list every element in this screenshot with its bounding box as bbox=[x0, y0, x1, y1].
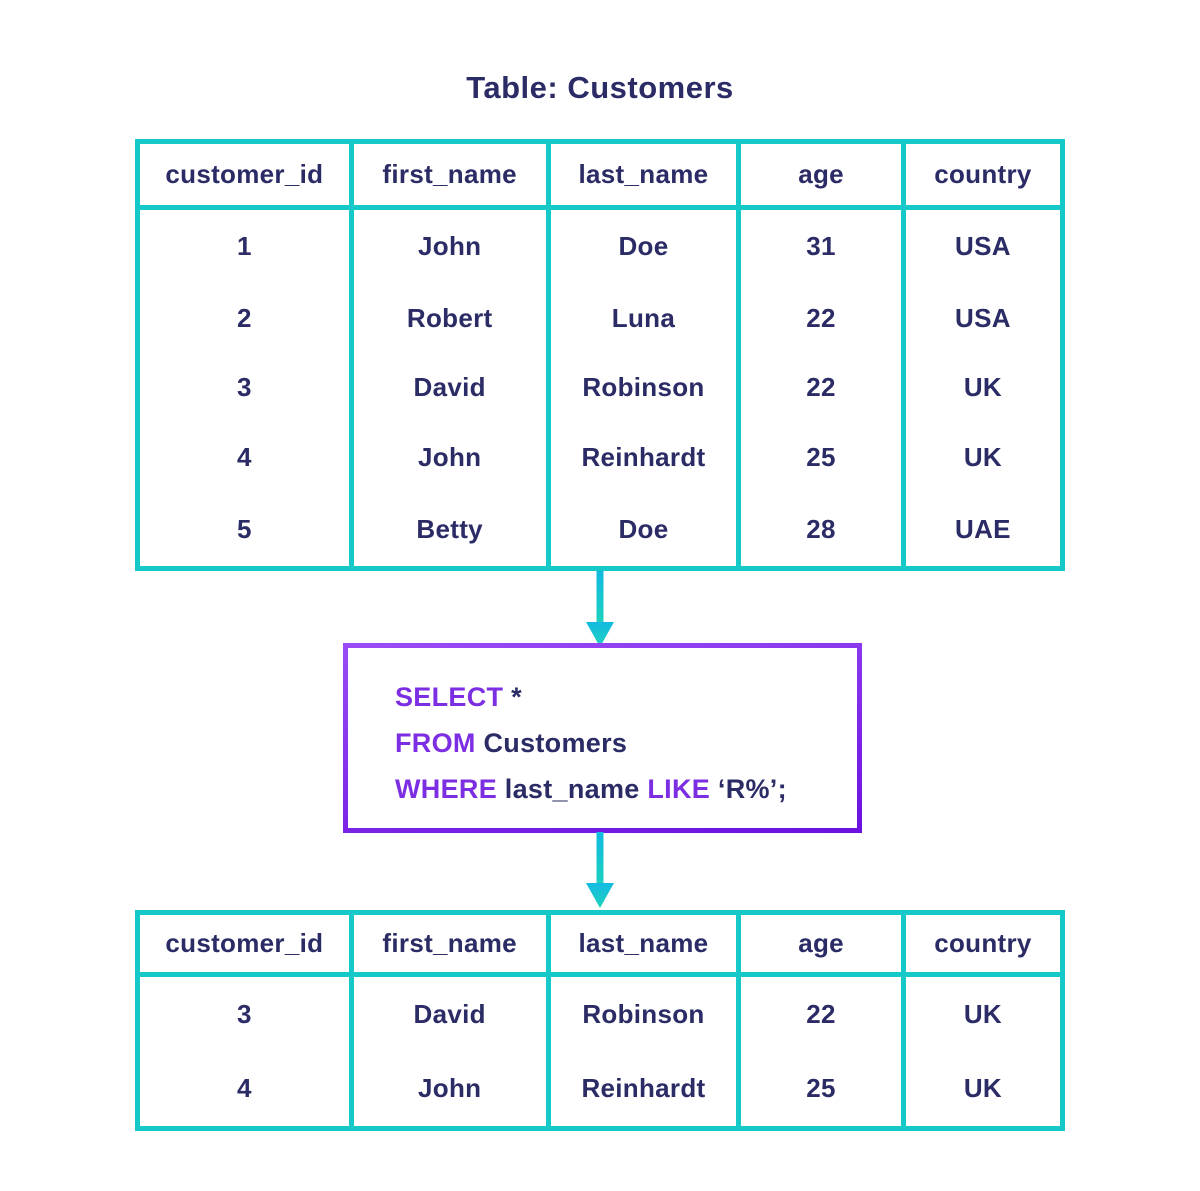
table-cell: UK bbox=[900, 974, 1063, 1052]
table-cell: 4 bbox=[236, 442, 252, 473]
table-cell: Robinson bbox=[545, 974, 739, 1052]
column-header: last_name bbox=[545, 141, 739, 210]
table-cell: 3 bbox=[236, 372, 252, 403]
table-cell: 28 bbox=[736, 492, 904, 569]
down-arrow-icon bbox=[586, 571, 614, 647]
column-header: country bbox=[900, 141, 1063, 210]
column-header: age bbox=[736, 141, 904, 210]
table-cell: 22 bbox=[736, 353, 904, 423]
column-header: first_name bbox=[348, 141, 549, 210]
table-cell: UK bbox=[900, 1051, 1063, 1129]
down-arrow-icon bbox=[586, 832, 614, 908]
table-cell: UAE bbox=[900, 492, 1063, 569]
table-cell: 1 bbox=[236, 231, 252, 262]
table-cell: Doe bbox=[545, 207, 739, 284]
sql-keyword: FROM bbox=[395, 728, 476, 758]
sql-line: FROM Customers bbox=[395, 720, 847, 766]
table-cell: 25 bbox=[736, 422, 904, 493]
table-cell: 3 bbox=[236, 998, 252, 1029]
table-cell: Doe bbox=[545, 492, 739, 569]
table-cell: Robert bbox=[348, 283, 549, 354]
table-cell: 22 bbox=[736, 283, 904, 354]
column-header: customer_id bbox=[137, 141, 352, 210]
table-cell: 22 bbox=[736, 974, 904, 1052]
table-cell: David bbox=[348, 353, 549, 423]
column-header: last_name bbox=[545, 912, 739, 977]
sql-keyword: LIKE bbox=[647, 774, 711, 804]
table-cell: USA bbox=[900, 207, 1063, 284]
column-header: first_name bbox=[348, 912, 549, 977]
sql-text: Customers bbox=[475, 728, 628, 758]
table-cell: Robinson bbox=[545, 353, 739, 423]
table-cell: John bbox=[348, 207, 549, 284]
table-cell: 31 bbox=[736, 207, 904, 284]
table-cell: Luna bbox=[545, 283, 739, 354]
table-cell: UK bbox=[900, 353, 1063, 423]
sql-text: last_name bbox=[497, 774, 648, 804]
sql-line: SELECT * bbox=[395, 674, 847, 720]
table-cell: 4 bbox=[236, 1073, 252, 1104]
table-cell: Reinhardt bbox=[545, 1051, 739, 1129]
table-cell: David bbox=[348, 974, 549, 1052]
column-header: country bbox=[900, 912, 1063, 977]
sql-text: * bbox=[503, 682, 522, 712]
table-cell: USA bbox=[900, 283, 1063, 354]
sql-keyword: WHERE bbox=[395, 774, 497, 804]
sql-line: WHERE last_name LIKE ‘R%’; bbox=[395, 766, 847, 812]
sql-keyword: SELECT bbox=[395, 682, 504, 712]
table-cell: 25 bbox=[736, 1051, 904, 1129]
table-cell: John bbox=[348, 1051, 549, 1129]
diagram-title: Table: Customers bbox=[466, 70, 734, 105]
table-cell: UK bbox=[900, 422, 1063, 493]
table-cell: John bbox=[348, 422, 549, 493]
column-header: age bbox=[736, 912, 904, 977]
sql-text: ‘R%’; bbox=[710, 774, 787, 804]
column-header: customer_id bbox=[137, 912, 352, 977]
table-cell: 5 bbox=[236, 513, 252, 544]
table-cell: 2 bbox=[236, 302, 252, 333]
table-cell: Reinhardt bbox=[545, 422, 739, 493]
table-cell: Betty bbox=[348, 492, 549, 569]
